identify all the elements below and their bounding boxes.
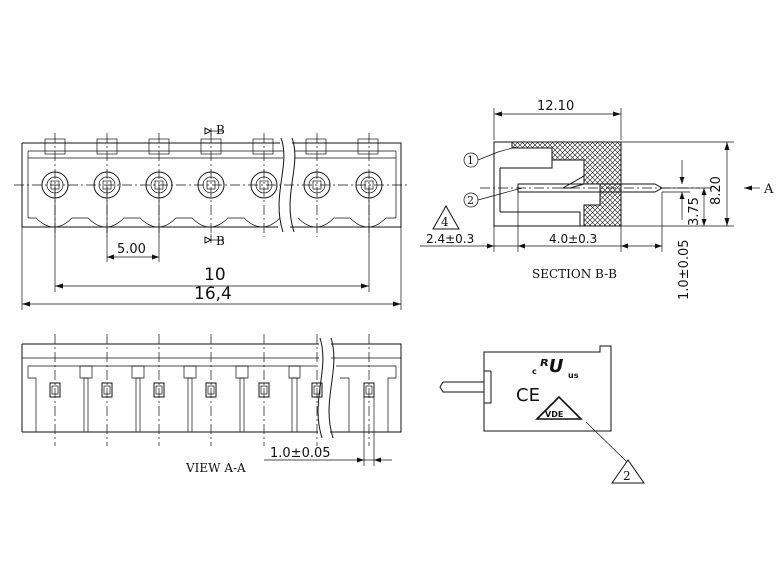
vde-triangle (535, 395, 583, 420)
mark-ce: CE (516, 385, 540, 406)
section-title: SECTION B-B (532, 267, 617, 281)
front-view-outline (22, 343, 402, 433)
note-flag-4 (432, 204, 460, 230)
top-view-wave-edge (28, 217, 396, 228)
section-marker-bottom: B (216, 234, 225, 248)
callout-2-text: 2 (467, 194, 474, 207)
dim-pin-thickness: 1.0±0.05 (677, 239, 692, 300)
dim-span: 10 (204, 265, 226, 285)
note-flag-4-text: 4 (441, 215, 449, 229)
top-view-break (278, 137, 296, 233)
dim-left-offset: 2.4±0.3 (426, 232, 474, 246)
mark-us: us (568, 371, 579, 380)
note-flag-2 (611, 459, 645, 484)
dim-pin-height: 3.75 (687, 197, 702, 226)
dim-pitch: 5.00 (117, 242, 146, 257)
note-flag-2-text: 2 (623, 469, 631, 483)
front-view-title: VIEW A-A (185, 461, 246, 475)
mark-c: c (532, 367, 537, 376)
section-view: 12.10 8.20 3.75 A 1.0±0.05 2.4±0.3 4.0±0… (420, 99, 774, 300)
top-view: B B 5.00 10 16,4 (14, 123, 410, 310)
dim-total: 16,4 (194, 284, 232, 304)
view-arrow-label: A (763, 182, 774, 197)
callout-1-text: 1 (467, 154, 474, 167)
front-view-pins (49, 382, 375, 398)
front-view: 1.0±0.05 VIEW A-A (21, 334, 402, 475)
mark-vde: VDE (545, 410, 563, 419)
front-view-slots (27, 365, 397, 432)
side-view: c ᴿU us CE VDE 2 (439, 345, 645, 484)
section-marker-top: B (216, 123, 225, 137)
section-pin (517, 183, 664, 193)
dim-section-height: 8.20 (709, 176, 724, 205)
dim-front-pin: 1.0±0.05 (270, 446, 331, 461)
mark-ul: ᴿU (540, 356, 564, 377)
dim-pin-length: 4.0±0.3 (549, 232, 597, 246)
dim-section-width: 12.10 (537, 99, 574, 114)
side-view-pin (439, 381, 484, 393)
